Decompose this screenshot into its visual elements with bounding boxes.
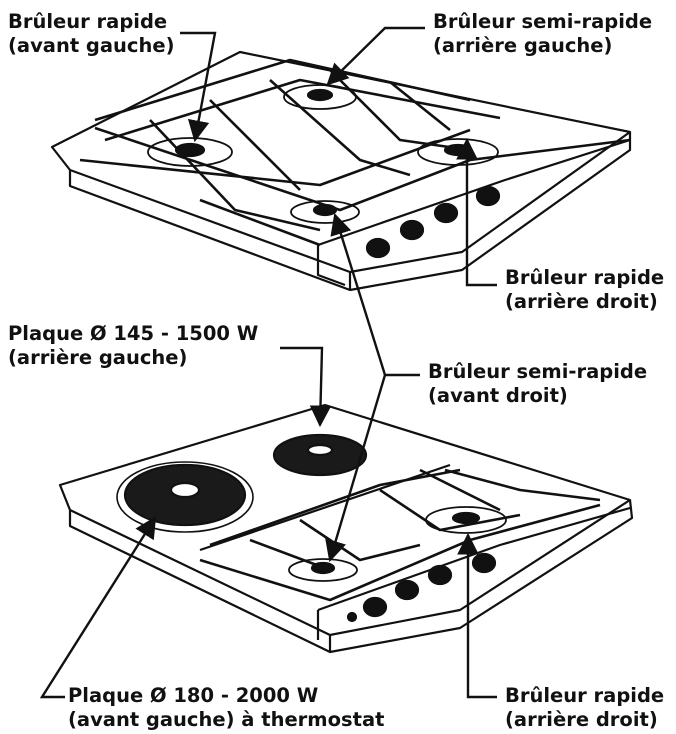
leader-plate-180 (39, 516, 157, 699)
bottom-burner-front-right-cap (310, 561, 336, 575)
leader-bottom-rear-right (457, 532, 497, 699)
bottom-knobs (346, 552, 497, 623)
top-gas-hob (50, 50, 632, 292)
label-semi-front-right: Brûleur semi-rapide (avant droit) (428, 360, 647, 408)
label-top-rear-left-line2: (arrière gauche) (433, 34, 613, 57)
top-knob-3 (433, 202, 459, 224)
label-top-rear-right: Brûleur rapide (arrière droit) (505, 266, 664, 314)
label-plate-145-line2: (arrière gauche) (8, 346, 188, 369)
bottom-knob-2 (394, 579, 420, 601)
leader-plate-145 (280, 346, 332, 428)
leader-top-rear-left (326, 26, 425, 86)
top-burner-rear-left-cap (306, 88, 334, 102)
label-semi-front-right-line2: (avant droit) (428, 384, 568, 407)
label-top-front-left-line2: (avant gauche) (8, 34, 175, 57)
bottom-knob-1 (362, 596, 388, 618)
label-top-rear-left-line1: Brûleur semi-rapide (433, 10, 653, 33)
top-burner-front-right-cap (312, 203, 338, 217)
label-bottom-rear-right-line1: Brûleur rapide (505, 684, 665, 707)
top-burner-front-right (290, 200, 360, 224)
label-top-rear-right-line1: Brûleur rapide (505, 266, 665, 289)
leader-lines (39, 26, 497, 699)
bottom-burner-front-right (288, 558, 358, 582)
label-bottom-rear-right-line2: (arrière droit) (505, 708, 658, 731)
label-top-rear-left: Brûleur semi-rapide (arrière gauche) (433, 10, 652, 58)
leader-top-front-left (180, 31, 217, 143)
bottom-knob-3 (427, 564, 453, 586)
label-top-front-left-line1: Brûleur rapide (8, 10, 168, 33)
label-plate-180-line2: (avant gauche) à thermostat (68, 708, 385, 731)
top-hob-surface (50, 50, 632, 274)
bottom-knob-4 (471, 552, 497, 574)
plate-180-rim (116, 461, 254, 533)
label-top-rear-right-line2: (arrière droit) (505, 290, 658, 313)
top-knob-2 (399, 219, 425, 241)
bottom-burner-rear-right-cap (451, 511, 481, 525)
top-knobs (365, 185, 501, 259)
top-knob-4 (475, 185, 501, 207)
bottom-indicator-light (346, 611, 358, 623)
top-burner-front-left-cap (174, 142, 206, 158)
label-plate-180: Plaque Ø 180 - 2000 W (avant gauche) à t… (68, 684, 384, 732)
plate-180-thermostat-center (169, 481, 201, 499)
label-bottom-rear-right: Brûleur rapide (arrière droit) (505, 684, 664, 732)
top-knob-1 (365, 237, 391, 259)
leader-top-rear-right (456, 137, 497, 287)
bottom-control-strip (316, 506, 631, 640)
bottom-hob-front-edge (68, 499, 634, 654)
label-plate-145-line1: Plaque Ø 145 - 1500 W (8, 322, 259, 345)
top-control-strip (316, 138, 631, 287)
leader-semi-front-right-down (325, 374, 387, 563)
top-burner-rear-left (283, 84, 357, 110)
bottom-mixed-hob (58, 403, 634, 654)
label-plate-180-line1: Plaque Ø 180 - 2000 W (68, 684, 319, 707)
label-plate-145: Plaque Ø 145 - 1500 W (arrière gauche) (8, 322, 258, 370)
label-semi-front-right-line1: Brûleur semi-rapide (428, 360, 648, 383)
label-top-front-left: Brûleur rapide (avant gauche) (8, 10, 175, 58)
plate-145-center (306, 443, 334, 457)
